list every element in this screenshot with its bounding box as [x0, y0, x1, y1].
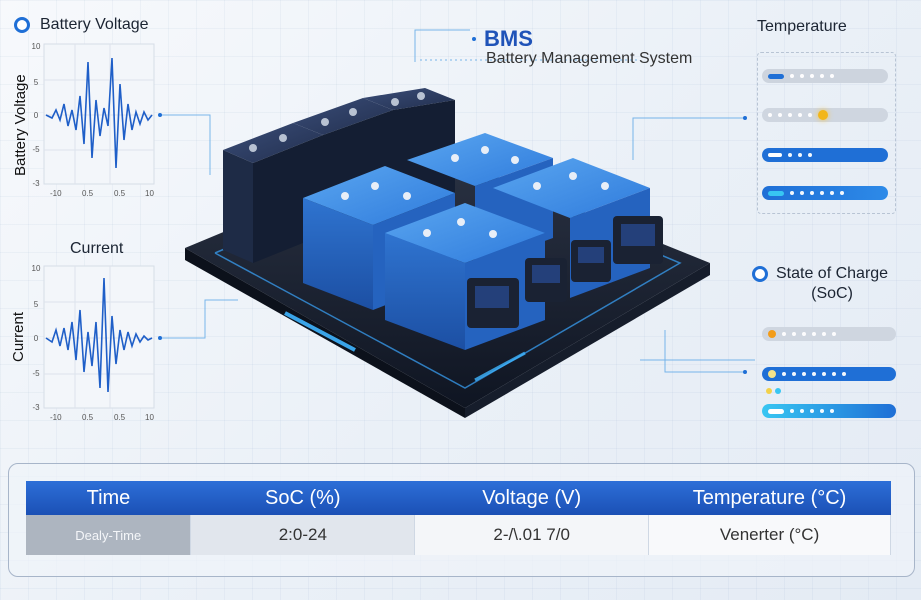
table-header-row: Time SoC (%) Voltage (V) Temperature (°C…: [26, 481, 891, 515]
temperature-bar-indicator: [768, 190, 784, 196]
current-waveform-chart: 10 5 0 -5 -3 -10 0.5 0.5 10: [32, 264, 155, 422]
current-ytick: 5: [34, 300, 39, 309]
voltage-xtick: 0.5: [82, 189, 94, 198]
soc-bar-indicator: [768, 370, 776, 378]
voltage-xtick: 10: [145, 189, 154, 198]
soc-bar-indicator: [768, 408, 784, 414]
current-waveform: [45, 277, 153, 393]
voltage-waveform: [45, 57, 153, 169]
voltage-ytick: 5: [34, 78, 39, 87]
soc-title: State of Charge: [776, 265, 889, 282]
temperature-bar-indicator: [768, 73, 784, 79]
table-row[interactable]: Dealy-Time 2:0-24 2-/\.01 7/0 Venerter (…: [26, 515, 891, 555]
temperature-title: Temperature: [757, 18, 847, 35]
table-header-time[interactable]: Time: [26, 481, 191, 515]
temperature-bar[interactable]: [762, 148, 888, 162]
table-header-soc[interactable]: SoC (%): [190, 481, 415, 515]
voltage-panel-title: Battery Voltage: [14, 16, 149, 34]
table-header-voltage[interactable]: Voltage (V): [414, 481, 649, 515]
soc-subtitle: (SoC): [811, 285, 853, 302]
soc-heading: State of Charge (SoC): [752, 264, 888, 304]
soc-mini-indicator: [766, 388, 781, 394]
voltage-ytick: -5: [32, 145, 40, 154]
soc-bar-indicator: [768, 330, 776, 338]
table-cell-voltage: 2-/\.01 7/0: [414, 515, 650, 555]
temperature-bar-indicator: [768, 153, 782, 157]
table-cell-time: Dealy-Time: [26, 515, 192, 555]
voltage-ytick: -3: [32, 179, 40, 188]
table-cell-soc: 2:0-24: [190, 515, 416, 555]
bullet-icon: [14, 17, 30, 33]
voltage-waveform-chart: 10 5 0 -5 -3 -10 0.5 0.5 10: [32, 42, 155, 198]
data-table: Time SoC (%) Voltage (V) Temperature (°C…: [26, 481, 891, 555]
current-panel-title: Current: [70, 240, 123, 258]
table-cell-temperature: Venerter (°C): [648, 515, 891, 555]
temperature-bar-indicator: [818, 110, 828, 120]
temperature-bar[interactable]: [762, 108, 888, 122]
current-ytick: 0: [34, 334, 39, 343]
bullet-icon: [752, 266, 768, 282]
current-xtick: 10: [145, 413, 154, 422]
voltage-ytick: 10: [32, 42, 41, 51]
temperature-bar[interactable]: [762, 186, 888, 200]
soc-bar[interactable]: [762, 404, 896, 418]
current-xtick: 0.5: [82, 413, 94, 422]
current-ytick: -3: [32, 403, 40, 412]
bms-subtitle: Battery Management System: [486, 50, 693, 67]
bullet-icon: [472, 37, 476, 41]
voltage-ytick: 0: [34, 111, 39, 120]
table-header-temperature[interactable]: Temperature (°C): [648, 481, 891, 515]
soc-bar[interactable]: [762, 327, 896, 341]
current-ytick: -5: [32, 369, 40, 378]
current-title-text: Current: [70, 240, 124, 257]
bms-heading: BMS: [472, 26, 533, 52]
bms-title: BMS: [484, 26, 533, 51]
battery-pack-illustration: [185, 88, 710, 418]
current-xtick: 0.5: [114, 413, 126, 422]
temperature-panel-frame: [757, 52, 896, 214]
voltage-title-text: Battery Voltage: [40, 16, 149, 33]
temperature-bar[interactable]: [762, 69, 888, 83]
voltage-xtick: 0.5: [114, 189, 126, 198]
voltage-xtick: -10: [50, 189, 62, 198]
soc-bar[interactable]: [762, 367, 896, 381]
current-ytick: 10: [32, 264, 41, 273]
current-xtick: -10: [50, 413, 62, 422]
